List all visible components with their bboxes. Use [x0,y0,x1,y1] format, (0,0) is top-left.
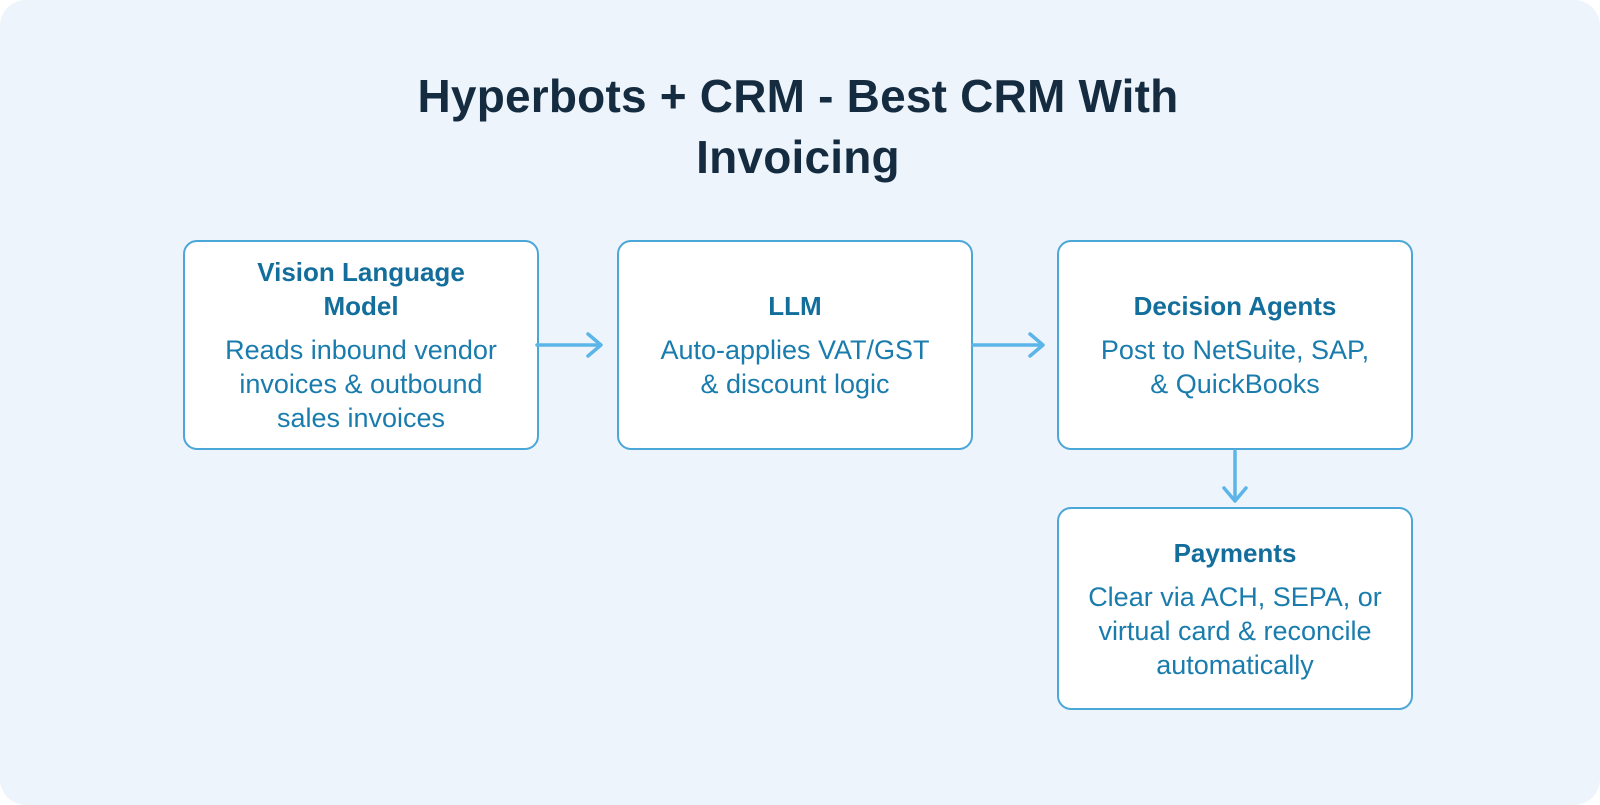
payments-heading: Payments [1173,537,1297,568]
node-decision-agents: Decision Agents Post to NetSuite, SAP, &… [1057,240,1413,450]
diagram-title: Hyperbots + CRM - Best CRM With Invoicin… [0,66,1596,188]
vision-language-model-heading: Vision Language Model [257,257,465,321]
arrow-decision-agents-to-payments-icon [1222,449,1248,503]
title-line-1: Hyperbots + CRM - Best CRM With [417,70,1179,122]
vision-language-model-body: Reads inbound vendor invoices & outbound… [225,335,497,433]
title-line-2: Invoicing [696,131,900,183]
decision-agents-body: Post to NetSuite, SAP, & QuickBooks [1100,335,1370,399]
payments-body: Clear via ACH, SEPA, or virtual card & r… [1088,581,1382,680]
llm-heading: LLM [768,291,822,321]
llm-body: Auto-applies VAT/GST & discount logic [660,335,930,399]
node-payments: Payments Clear via ACH, SEPA, or virtual… [1057,507,1413,710]
arrow-vlm-to-llm-icon [535,332,603,358]
node-llm: LLM Auto-applies VAT/GST & discount logi… [617,240,973,450]
node-vision-language-model: Vision Language Model Reads inbound vend… [183,240,539,450]
arrow-llm-to-decision-agents-icon [971,332,1045,358]
decision-agents-heading: Decision Agents [1133,291,1337,321]
